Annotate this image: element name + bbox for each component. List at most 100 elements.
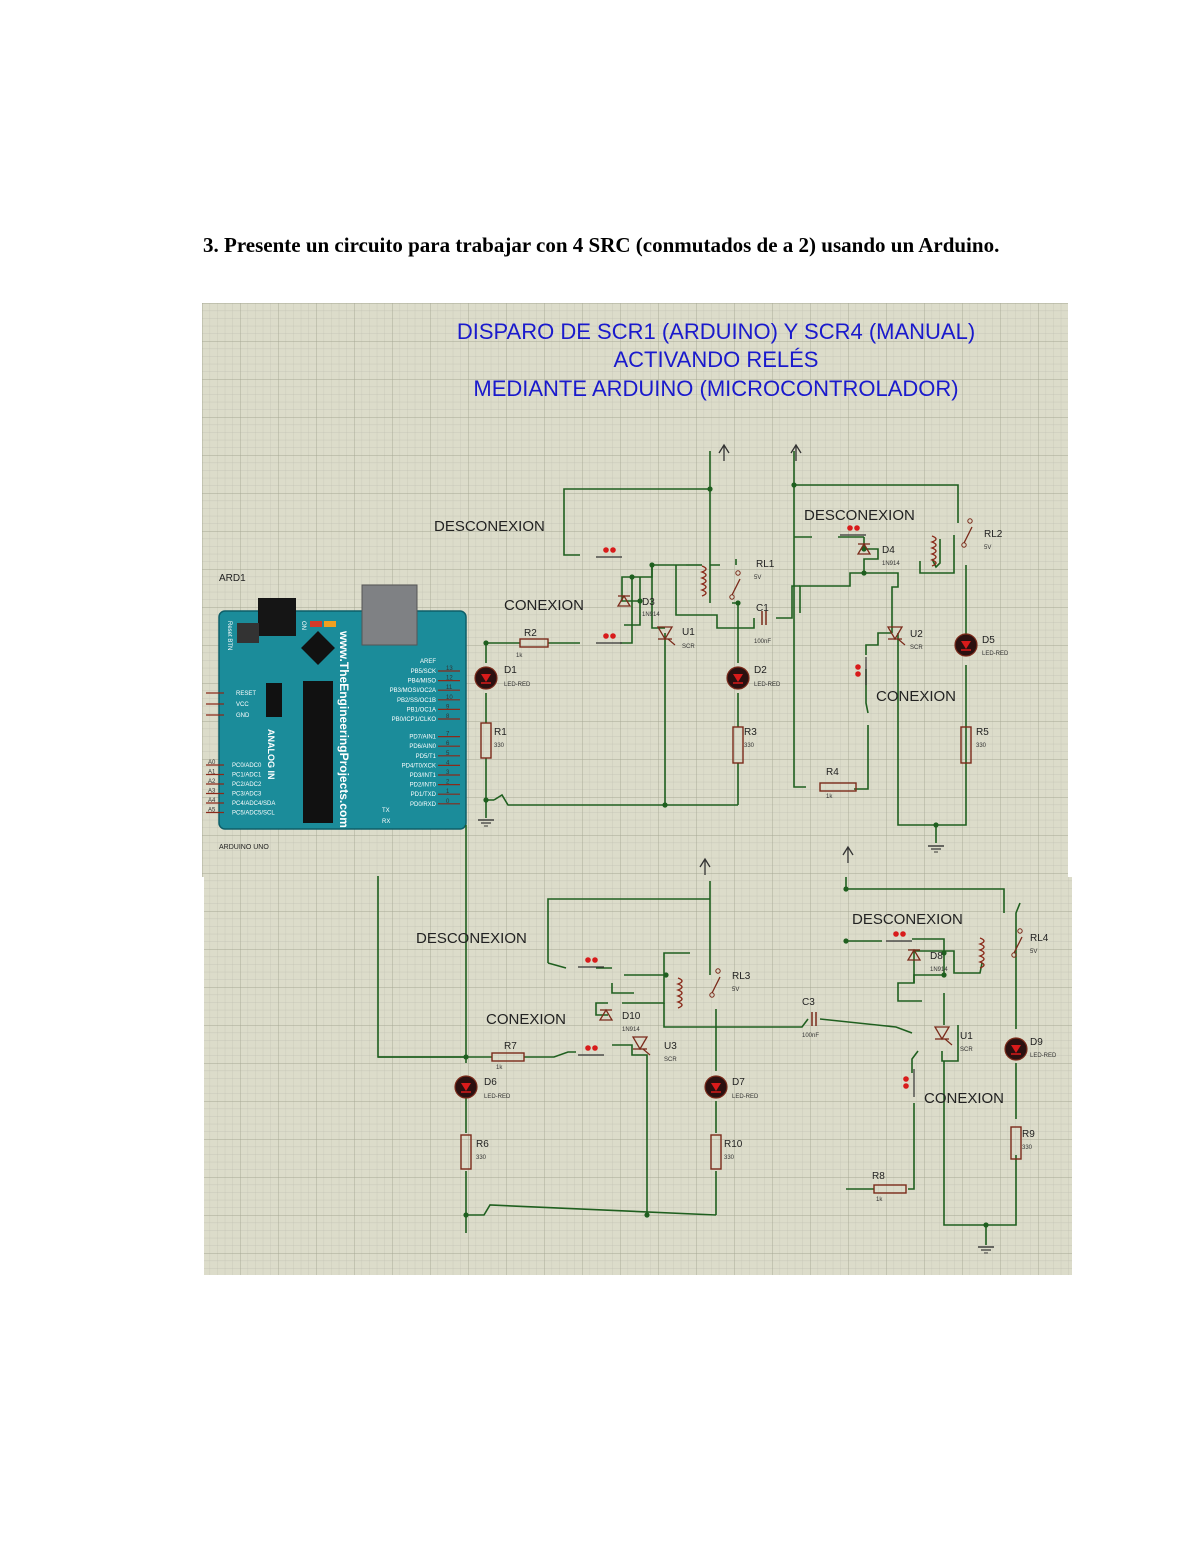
usb-connector <box>258 598 296 636</box>
u1-label: U1 <box>682 627 695 638</box>
junction-dot <box>843 938 849 944</box>
rl1-value: 5V <box>754 575 761 581</box>
d9-value: LED-RED <box>1030 1053 1057 1059</box>
arduino-digital-num: 9 <box>446 704 450 710</box>
r3-value: 330 <box>744 743 755 749</box>
arduino-left-pin-label: RESET <box>236 691 256 697</box>
arduino-analog-label: PC0/ADC0 <box>232 763 262 769</box>
d10-label: D10 <box>622 1011 641 1022</box>
res-r1-symbol <box>480 722 492 759</box>
coil-rl4-symbol <box>978 937 985 969</box>
r9-value: 330 <box>1022 1145 1033 1151</box>
arduino-digital-label: PD1/TXD <box>411 792 437 798</box>
r7-label: R7 <box>504 1041 517 1052</box>
u3-label: U3 <box>664 1041 677 1052</box>
arduino-digital-num: 11 <box>446 685 453 691</box>
arduino-digital-num: 3 <box>446 770 450 776</box>
r7-value: 1k <box>496 1065 503 1071</box>
cap-c1-symbol <box>761 611 767 625</box>
push-desconexion-3 <box>578 957 604 968</box>
arduino-digital-label: PD3/INT1 <box>410 773 437 779</box>
reset-button <box>237 623 259 643</box>
r5-label: R5 <box>976 727 989 738</box>
junction-dot <box>649 562 655 568</box>
diode-d4-symbol <box>856 542 872 555</box>
coil-rl3-symbol <box>676 977 683 1009</box>
arduino-digital-num: 5 <box>446 751 450 757</box>
title-line-3: MEDIANTE ARDUINO (MICROCONTROLADOR) <box>473 376 958 401</box>
arduino-analog-num: A5 <box>208 808 216 814</box>
rx-label: RX <box>382 819 390 825</box>
arduino-digital-num: 10 <box>446 695 453 701</box>
d8-label: D8 <box>930 951 943 962</box>
arduino-digital-label: PD0/RXD <box>410 802 437 808</box>
led-d1-symbol <box>474 666 498 690</box>
r2-value: 1k <box>516 653 523 659</box>
arduino-analog-label: PC2/ADC2 <box>232 782 262 788</box>
junction-dot <box>791 482 797 488</box>
rl1-label: RL1 <box>756 559 775 570</box>
arduino-digital-num: 1 <box>446 789 450 795</box>
scr-u2-symbol <box>886 626 906 646</box>
coil-rl2-symbol <box>930 535 937 567</box>
u1-value: SCR <box>682 644 695 650</box>
r8-label: R8 <box>872 1171 885 1182</box>
arduino-left-pin-label: VCC <box>236 702 249 708</box>
d4-value: 1N914 <box>882 561 900 567</box>
arduino-left-pin-label: GND <box>236 713 250 719</box>
junction-dot <box>463 1054 469 1060</box>
d7-value: LED-RED <box>732 1094 759 1100</box>
push-conexion-2 <box>855 657 867 685</box>
vcc-3 <box>699 857 711 875</box>
c3-label: C3 <box>802 997 815 1008</box>
d9-label: D9 <box>1030 1037 1043 1048</box>
desconexion-4: DESCONEXION <box>852 911 963 928</box>
res-r10-symbol <box>710 1134 722 1170</box>
r10-value: 330 <box>724 1155 735 1161</box>
arduino-digital-num: 12 <box>446 676 453 682</box>
junction-dot <box>629 574 635 580</box>
diode-d10-symbol <box>598 1008 614 1021</box>
push-conexion-1 <box>596 633 622 644</box>
rl4-value: 5V <box>1030 949 1037 955</box>
r6-label: R6 <box>476 1139 489 1150</box>
u1b-label: U1 <box>960 1031 973 1042</box>
d4-label: D4 <box>882 545 895 556</box>
u2-label: U2 <box>910 629 923 640</box>
arduino-analog-label: PC3/ADC3 <box>232 792 262 798</box>
r4-value: 1k <box>826 794 833 800</box>
junction-dot <box>662 802 668 808</box>
junction-dot <box>637 598 643 604</box>
arduino-ref: ARD1 <box>219 573 246 584</box>
scr-u3-symbol <box>631 1036 651 1056</box>
arduino-digital-label: PB5/SCK <box>411 669 436 675</box>
arduino-digital-num: 4 <box>446 760 450 766</box>
junction-dot <box>663 972 669 978</box>
rl3-value: 5V <box>732 987 739 993</box>
led-d2-symbol <box>726 666 750 690</box>
d3-value: 1N914 <box>642 612 660 618</box>
d1-value: LED-RED <box>504 682 531 688</box>
junction-dot <box>941 972 947 978</box>
conexion-3: CONEXION <box>486 1011 566 1028</box>
r8-value: 1k <box>876 1197 883 1203</box>
atmega-chip <box>303 681 333 823</box>
d3-label: D3 <box>642 597 655 608</box>
rl2-label: RL2 <box>984 529 1003 540</box>
push-conexion-4 <box>903 1069 915 1097</box>
analog-in-label: ANALOG IN <box>266 729 276 780</box>
u1b-value: SCR <box>960 1047 973 1053</box>
switch-rl4-symbol <box>1011 928 1023 958</box>
diode-d8-symbol <box>906 948 922 961</box>
arduino-digital-label: AREF <box>420 659 436 665</box>
arduino-analog-num: A2 <box>208 779 216 785</box>
tx-label: TX <box>382 808 390 814</box>
res-r9-symbol <box>1010 1126 1022 1160</box>
arduino-analog-num: A4 <box>208 798 216 804</box>
gnd-2 <box>928 845 944 853</box>
component-labels: RL1 5V RL2 5V RL3 5V RL4 5V U1 SCR U2 SC… <box>476 529 1057 1203</box>
u3-value: SCR <box>664 1057 677 1063</box>
res-r5-symbol <box>960 726 972 764</box>
c1-value: 100nF <box>754 639 771 645</box>
d2-label: D2 <box>754 665 767 676</box>
